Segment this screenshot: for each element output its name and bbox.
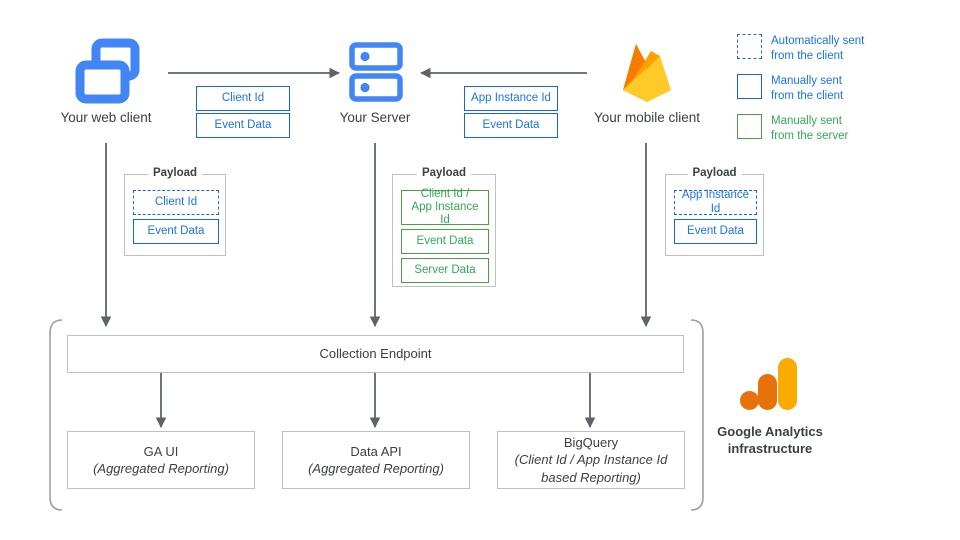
output-box-bigquery: BigQuery (Client Id / App Instance Id ba… [497, 431, 685, 489]
legend-item-automatically-sent: Automatically sent from the client [737, 34, 864, 65]
server-label: Your Server [339, 110, 411, 125]
legend-item-manually-sent-server: Manually sent from the server [737, 114, 848, 145]
output-ga-ui-sub: (Aggregated Reporting) [93, 461, 229, 476]
legend-swatch-solid-green [737, 114, 762, 139]
payload-server-item-ids-line2: App Instance Id [411, 200, 479, 227]
legend-manually-sent-server-line1: Manually sent [771, 115, 842, 127]
legend-manually-sent-client-line1: Manually sent [771, 75, 842, 87]
transfer-chip-web-event-data: Event Data [196, 113, 290, 138]
payload-web-title: Payload [147, 167, 203, 179]
payload-server-item-server-data: Server Data [401, 258, 489, 283]
payload-mobile-item-event-data: Event Data [674, 219, 757, 244]
legend-automatically-sent-line1: Automatically sent [771, 35, 865, 47]
legend-automatically-sent-line2: from the client [771, 50, 844, 63]
payload-mobile-title: Payload [687, 167, 742, 179]
legend-manually-sent-client-line2: from the client [771, 90, 844, 103]
output-data-api-sub: (Aggregated Reporting) [308, 461, 444, 476]
payload-server-title: Payload [416, 167, 472, 179]
ga-caption-line2: infrastructure [727, 440, 813, 456]
payload-server-item-ids: Client Id / App Instance Id [401, 187, 489, 227]
legend-label-automatically-sent: Automatically sent from the client [771, 34, 864, 65]
google-analytics-caption: Google Analytics infrastructure [690, 424, 850, 458]
legend-item-manually-sent-client: Manually sent from the client [737, 74, 843, 105]
payload-server-item-event-data: Event Data [401, 229, 489, 254]
transfer-chip-mobile-event-data: Event Data [464, 113, 558, 138]
output-bigquery-sub: (Client Id / App Instance Id [514, 452, 668, 468]
legend-label-manually-sent-client: Manually sent from the client [771, 74, 843, 105]
output-bigquery-name: BigQuery [563, 435, 619, 451]
payload-web: Payload Client Id Event Data [124, 167, 226, 256]
web-client-icon [74, 38, 140, 104]
infrastructure-bracket-left [49, 319, 63, 511]
payload-server: Payload Client Id / App Instance Id Even… [392, 167, 496, 287]
web-client-label: Your web client [60, 110, 152, 125]
payload-mobile-item-app-instance-id: App Instance Id [674, 189, 757, 215]
collection-endpoint-box: Collection Endpoint [67, 335, 684, 373]
mobile-client-label: Your mobile client [593, 110, 701, 125]
server-icon [349, 42, 403, 102]
payload-web-item-event-data: Event Data [133, 219, 219, 244]
output-bigquery-sub2: based Reporting) [541, 469, 641, 485]
legend-manually-sent-server-line2: from the server [771, 130, 849, 143]
transfer-chip-mobile-app-instance-id: App Instance Id [464, 86, 558, 111]
legend-swatch-dashed-blue [737, 34, 762, 59]
output-box-data-api: Data API (Aggregated Reporting) [282, 431, 470, 489]
transfer-chip-web-client-id: Client Id [196, 86, 290, 111]
collection-endpoint-label: Collection Endpoint [319, 346, 432, 362]
google-analytics-logo [740, 356, 800, 414]
legend-swatch-solid-blue [737, 74, 762, 99]
ga-caption-line1: Google Analytics [717, 424, 823, 439]
payload-mobile: Payload App Instance Id Event Data [665, 167, 764, 256]
output-box-ga-ui: GA UI (Aggregated Reporting) [67, 431, 255, 489]
output-data-api-name: Data API [350, 443, 402, 459]
legend-label-manually-sent-server: Manually sent from the server [771, 114, 848, 145]
output-ga-ui-name: GA UI [143, 443, 179, 459]
infrastructure-bracket-right [690, 319, 704, 511]
mobile-client-icon [616, 38, 678, 104]
payload-web-item-client-id: Client Id [133, 190, 219, 215]
payload-server-item-ids-line1: Client Id / [420, 187, 470, 200]
